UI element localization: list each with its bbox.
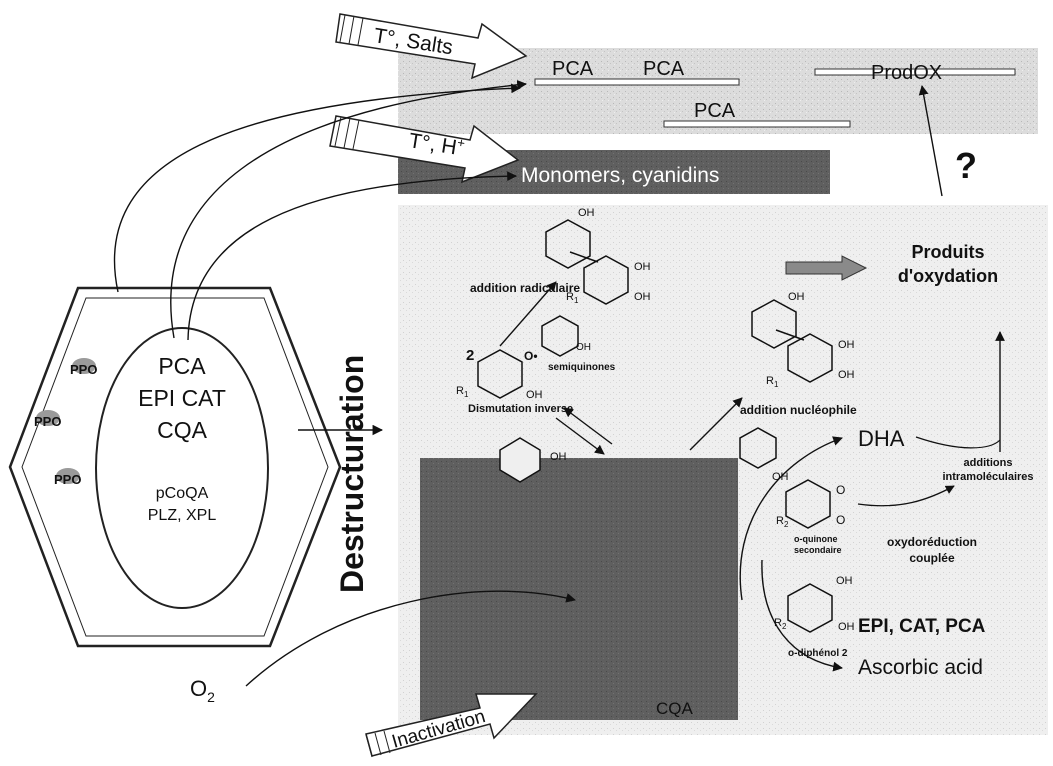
structure-diphenol — [787, 583, 833, 633]
o-diphenol-label: o-diphénol 2 — [788, 648, 848, 659]
diphenol-oh-2: OH — [838, 621, 855, 633]
additions-intra-line-1: additions — [964, 457, 1013, 469]
quinone-o-1: O — [836, 483, 845, 497]
vacuole-line-pca: PCA — [158, 353, 206, 379]
dismutation-label: Dismutation inverse — [468, 403, 573, 415]
radical-oh-1: OH — [578, 207, 595, 219]
cqa-block — [420, 458, 738, 720]
arrow-dha-loop — [915, 436, 1001, 449]
structure-radical — [545, 219, 629, 305]
pca-label-2: PCA — [643, 58, 685, 80]
vacuole-line-plz: PLZ, XPL — [148, 507, 217, 524]
radical-oh-3: OH — [634, 291, 651, 303]
structure-semiquinone — [477, 315, 579, 399]
semiquinone-two: 2 — [466, 347, 474, 364]
quinone-o-2: O — [836, 513, 845, 527]
nucleophile-oh-2: OH — [838, 339, 855, 351]
cqa-label: CQA — [656, 699, 694, 718]
monomers-label: Monomers, cyanidins — [521, 164, 719, 187]
arrow-hatched-to-products — [785, 255, 868, 281]
oxygen-arrow — [245, 590, 576, 687]
oxydoreduction-line-2: couplée — [909, 551, 955, 565]
arrow-dismutation-up — [563, 407, 613, 445]
semiquinone-oh: OH — [526, 389, 543, 401]
diphenol-r2: R2 — [774, 617, 787, 631]
oxygen-label: O2 — [190, 676, 215, 705]
nucleophile-oh-3: OH — [838, 369, 855, 381]
products-line-1: Produits — [911, 242, 984, 262]
question-mark: ? — [955, 145, 977, 186]
additions-intra-line-2: intramoléculaires — [942, 471, 1033, 483]
dha-label: DHA — [858, 426, 905, 451]
arrow-redox-lower — [761, 559, 843, 672]
ppo-label-3: PPO — [54, 472, 81, 487]
curve-to-monomers — [187, 171, 517, 341]
semiquinone-o: O• — [524, 349, 538, 363]
structure-catechol-top — [499, 437, 541, 483]
o-quinone-line-1: o-quinone — [794, 534, 838, 544]
radical-r1: R1 — [566, 291, 579, 305]
ppo-group: PPO PPO PPO — [34, 358, 97, 487]
structure-nucleophile — [751, 299, 833, 383]
ppo-blob-1 — [72, 358, 96, 374]
ppo-blob-2 — [36, 410, 60, 426]
curve-to-pca-outer — [113, 83, 521, 293]
arrow-to-radical — [499, 281, 557, 347]
pca-bar-1 — [534, 78, 740, 86]
arrow-redox-upper — [739, 436, 843, 601]
nucleophile-oh-1: OH — [788, 291, 805, 303]
structure-phenol-small — [739, 427, 777, 469]
prodox-bar — [814, 68, 1016, 76]
ascorbic-label: Ascorbic acid — [858, 656, 983, 679]
diphenol-oh-1: OH — [836, 575, 853, 587]
pca-label-3: PCA — [694, 100, 736, 122]
ppo-blob-3 — [56, 468, 80, 484]
destructuration-label: Destructuration — [334, 355, 370, 593]
arrow-quinone-loop — [857, 485, 955, 507]
epi-cat-pca-label: EPI, CAT, PCA — [858, 616, 986, 637]
catechol-oh: OH — [550, 451, 567, 463]
pca-label-1: PCA — [552, 58, 594, 80]
o-quinone-line-2: secondaire — [794, 545, 842, 555]
arrow-products-to-prodox — [918, 85, 943, 197]
arrow-to-nucleophile — [689, 397, 743, 451]
ppo-label-2: PPO — [34, 414, 61, 429]
cell-wall-inner — [21, 297, 329, 637]
heat-acid-arrow: T°, H+ — [329, 115, 520, 184]
ppo-label-1: PPO — [70, 362, 97, 377]
semiquinone-ring-oh: OH — [576, 342, 591, 353]
semiquinones-label: semiquinones — [548, 362, 616, 373]
addition-radicalaire-label: addition radicalaire — [470, 281, 580, 295]
vacuole — [95, 327, 269, 609]
nucleophile-r1: R1 — [766, 375, 779, 389]
addition-nucleophile-label: addition nucléophile — [740, 403, 857, 417]
vacuole-line-cqa: CQA — [157, 417, 208, 443]
structure-quinone — [785, 479, 831, 529]
vacuole-line-pcoqa: pCoQA — [156, 485, 209, 502]
semiquinone-r1: R1 — [456, 385, 469, 399]
quinone-r2: R2 — [776, 515, 789, 529]
pca-bar-2 — [663, 120, 851, 128]
curve-to-pca-inner — [170, 79, 527, 339]
arrow-dismutation-down — [555, 417, 605, 455]
vacuole-line-epicat: EPI CAT — [138, 385, 226, 411]
oxydoreduction-line-1: oxydoréduction — [887, 535, 977, 549]
products-line-2: d'oxydation — [898, 266, 998, 286]
prodox-label: ProdOX — [871, 62, 942, 84]
radical-oh-2: OH — [634, 261, 651, 273]
